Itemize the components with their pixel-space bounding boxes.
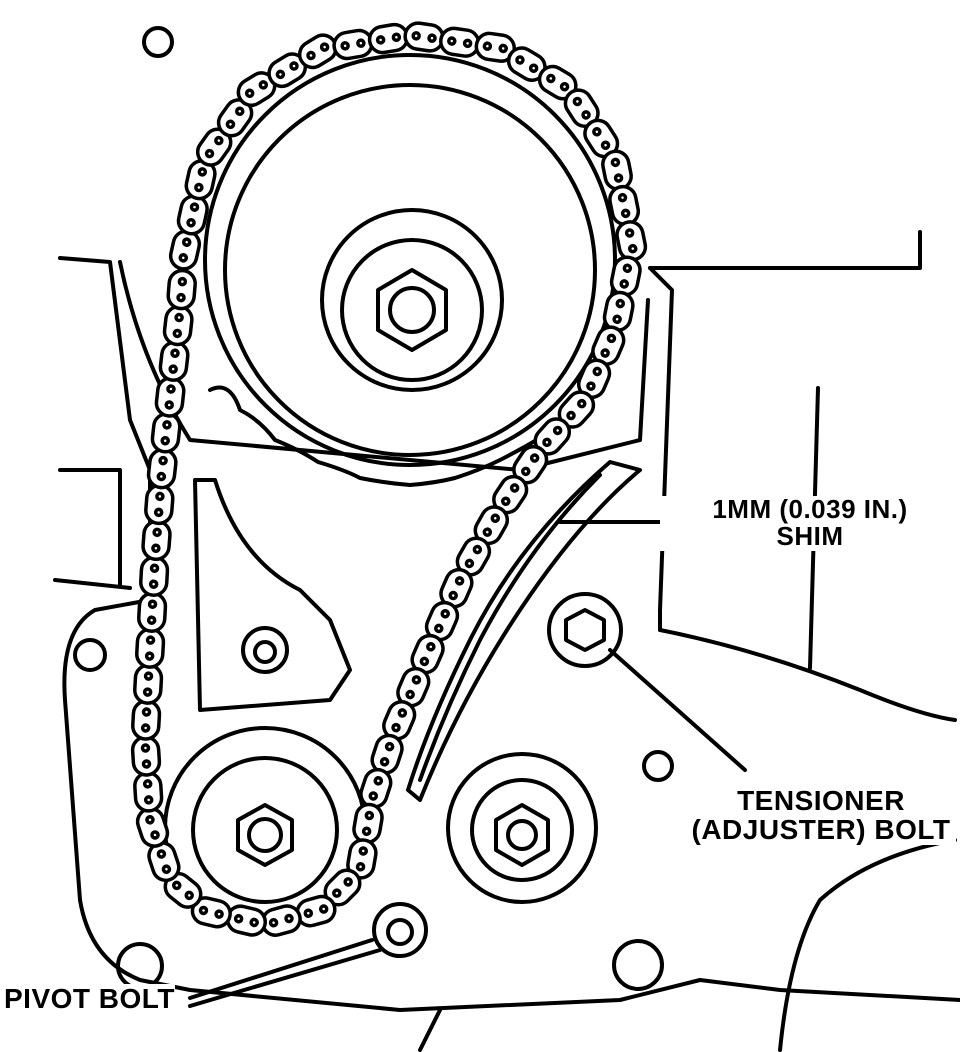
crank-bolt-center [247,817,283,853]
chain-link-icon [154,376,186,418]
block-right-wall [648,266,674,632]
cam-bolt-hex [376,268,448,352]
pivot-bolt [372,902,428,958]
bolt-hole-right [642,750,674,782]
chain-link-icon [147,841,181,883]
tensioner-bolt [547,592,623,668]
chain-link-icon [506,46,547,82]
chain-link-icon [557,390,596,429]
chain-link-icon [158,340,190,382]
cam-hub-inner [340,238,484,382]
cam-bolt-center [388,286,436,334]
tensioner-bolt-label: TENSIONER (ADJUSTER) BOLT [686,786,956,845]
cam-sprocket-face [223,83,597,457]
chain-link-icon [492,474,529,515]
block-left-mid [53,578,132,590]
chain-guide-bracket [193,478,352,712]
chain-link-icon [583,118,620,159]
aux-hub [470,778,574,882]
chain-link-icon [163,871,203,909]
chain-link-icon [168,229,202,271]
chain-link-icon [537,64,578,101]
head-top-edge [648,230,922,270]
chain-link-icon [439,26,481,58]
chain-link-icon [133,771,164,813]
chain-link-icon [162,304,194,347]
tensioner-bolt-hex [564,608,606,652]
leader-line-tensioner [608,648,747,772]
shim-label-line1: 1MM (0.039 IN.) [712,494,908,524]
crank-hub [191,756,339,904]
chain-link-icon [144,483,175,526]
chain-link-icon [512,444,549,485]
pivot-bolt-center [386,918,414,946]
chain-link-icon [135,627,166,669]
chain-link-icon [352,802,384,845]
cam-sprocket-teeth [208,385,542,487]
housing-lower-contour [778,838,957,1052]
shim-label: 1MM (0.039 IN.) SHIM [660,494,960,552]
bolt-hole-bottom-right [612,939,664,991]
chain-link-icon [403,21,445,53]
cover-inner-contour [118,260,650,472]
aux-bolt-center [506,819,538,851]
aux-bolt-hex [494,803,550,867]
tensioner-label-line1: TENSIONER [737,785,905,816]
crank-bolt-hex [236,803,294,867]
chain-link-icon [455,536,492,577]
chain-link-icon [137,591,168,633]
shim-label-line2: SHIM [776,521,844,552]
shim-strip [418,473,602,782]
block-left-lower [58,468,122,587]
pivot-bolt-label: PIVOT BOLT [4,983,175,1014]
chain-link-icon [396,666,431,708]
chain-link-icon [166,268,197,311]
chain-link-icon [216,98,254,138]
chain-link-icon [332,28,374,61]
aux-sprocket [446,752,598,904]
guide-bolt [241,626,289,674]
housing-right-contour [658,628,957,722]
chain-link-icon [150,412,182,454]
guide-bolt-center [253,640,277,664]
leader-line-pivot [188,938,374,1000]
engine-block-outline [58,256,960,1012]
chain-link-icon [439,567,474,609]
chain-link-icon [367,22,410,55]
cam-hub-outer [320,208,504,392]
bolt-hole-top-left [142,26,174,58]
chain-link-icon [133,663,164,705]
chain-link-icon [139,555,170,597]
cam-sprocket-rim [203,53,617,467]
bottom-frame [418,1008,442,1052]
chain-link-icon [346,838,378,880]
chain-link-icon [135,806,170,848]
chain-link-icon [130,735,162,777]
chain-link-icon [297,33,338,70]
chain-link-icon [131,699,162,741]
chain-link-icon [323,868,362,907]
chain-link-icon [141,519,172,562]
chain-link-icon [146,447,178,490]
chain-link-icon [267,52,308,89]
bolt-hole-left [73,638,107,672]
timing-chain [130,21,648,937]
tensioner-shoe [406,460,642,802]
chain-link-icon [602,290,635,333]
leader-line-pivot-2 [188,948,382,1008]
tensioner-label-line2: (ADJUSTER) BOLT [691,814,951,846]
